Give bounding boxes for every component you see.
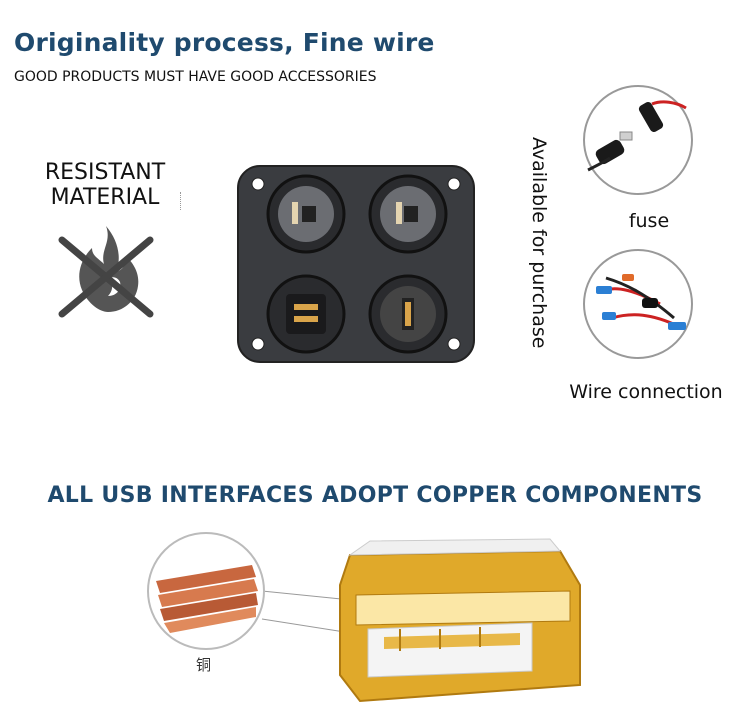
wire-connection-image [582,248,694,360]
copper-callout-label: 铜 [196,656,212,674]
page-title: Originality process, Fine wire [14,28,435,57]
wire-connection-label: Wire connection [569,381,723,403]
usb-port-bottom-left [266,274,346,354]
resistant-line-1: RESISTANT [44,160,166,185]
copper-section-title: ALL USB INTERFACES ADOPT COPPER COMPONEN… [47,483,703,508]
usb-port-top-right [368,174,448,254]
usb-port-top-left [266,174,346,254]
text-caret [180,192,182,210]
usb-port-bottom-right [368,274,448,354]
resistant-material-label: RESISTANT MATERIAL [30,160,180,210]
fuse-label: fuse [628,210,670,232]
copper-plates-icon [147,532,265,650]
usb-copper-illustration [147,532,581,703]
page-subtitle: GOOD PRODUCTS MUST HAVE GOOD ACCESSORIES [14,69,377,85]
resistant-line-2: MATERIAL [50,185,160,210]
fuse-image [582,84,694,196]
usb-socket-panel [237,165,475,363]
usb-receptacle-icon [339,538,581,703]
no-fire-icon [58,226,154,318]
available-for-purchase-text: Available for purchase [528,137,550,349]
